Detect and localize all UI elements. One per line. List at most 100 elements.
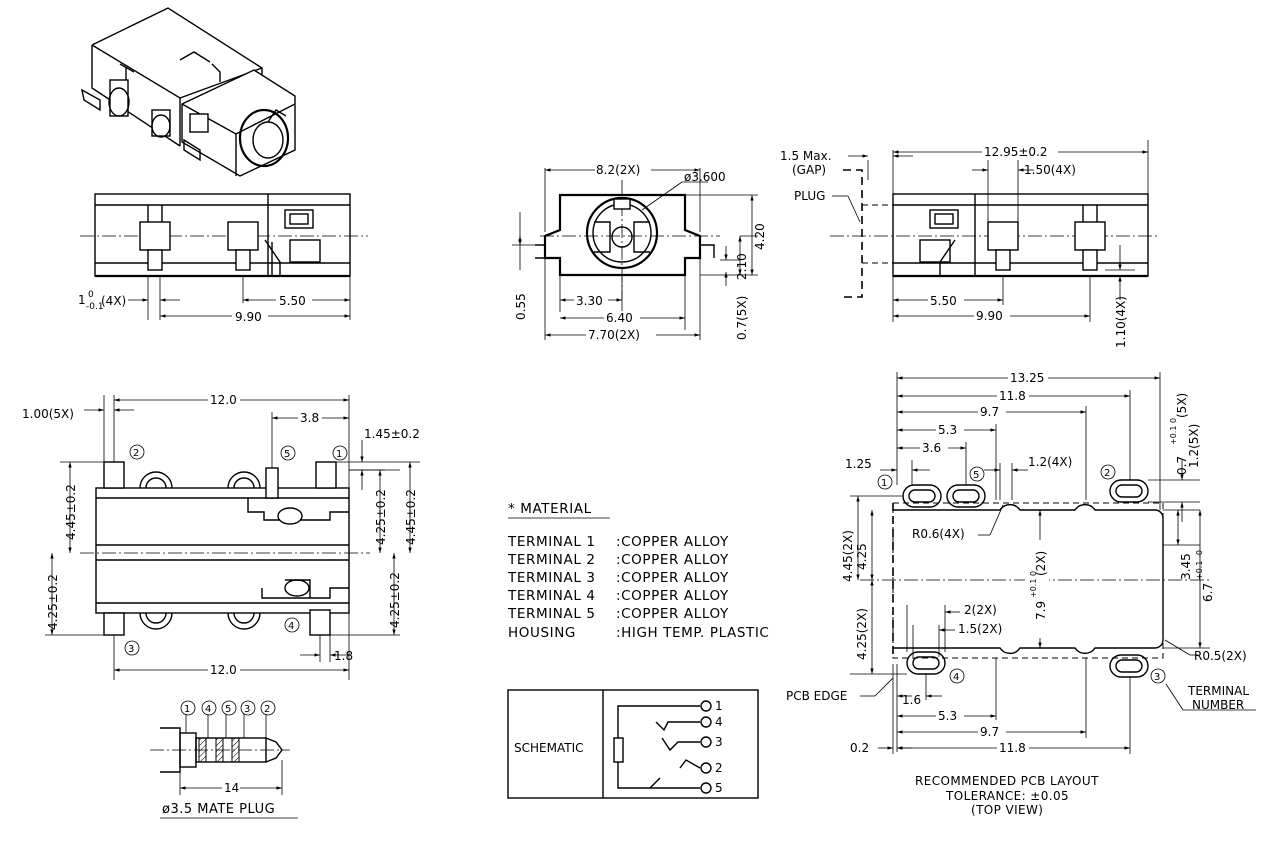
end-view: 8.2(2X) ø3.600 4.20 2.10 0.55 3.30 6.40 … — [512, 162, 767, 342]
dim-front-d1-count: (4X) — [101, 294, 126, 308]
dim-side-pin-h: 1.10(4X) — [1114, 296, 1128, 348]
material-spec-5: :COPPER ALLOY — [616, 606, 729, 622]
material-spec-2: :COPPER ALLOY — [616, 552, 729, 568]
material-spec-4: :COPPER ALLOY — [616, 588, 729, 604]
pcb-caption-1: RECOMMENDED PCB LAYOUT — [915, 774, 1099, 788]
side-gap-sub: (GAP) — [792, 163, 826, 177]
material-spec-3: :COPPER ALLOY — [616, 570, 729, 586]
pcb-dim-h07: 0.7 — [1175, 456, 1189, 475]
pcb-dim-h07-tol: +0.1 0 — [1169, 418, 1178, 445]
top-terminal-4: 4 — [288, 621, 294, 632]
schematic-pin-2: 2 — [715, 761, 723, 775]
pcb-caption-3: (TOP VIEW) — [971, 803, 1043, 817]
material-part-4: TERMINAL 4 — [507, 588, 596, 604]
schematic: SCHEMATIC 1 4 3 2 5 — [507, 689, 759, 799]
plug-caption: ø3.5 MATE PLUG — [162, 802, 275, 817]
dim-end-w1: 3.30 — [576, 294, 603, 308]
plug-number-4: 4 — [205, 704, 211, 715]
pcb-dim-w118: 11.8 — [999, 389, 1026, 403]
top-terminal-5: 5 — [284, 449, 290, 460]
top-terminal-2: 2 — [133, 448, 139, 459]
side-gap-label: 1.5 Max. — [780, 149, 832, 163]
dim-side-length: 12.95±0.2 — [984, 145, 1048, 159]
pcb-dim-h345: 3.45 — [1179, 553, 1193, 580]
top-view: 1.00(5X) 12.0 3.8 1.45±0.2 4.45±0.2 4.25… — [22, 393, 420, 680]
dim-end-w3: 7.70(2X) — [588, 328, 640, 342]
pcb-dim-h07-count: (5X) — [1175, 393, 1189, 418]
dim-top-d145: 1.45±0.2 — [364, 427, 420, 441]
dim-top-h-left: 4.45±0.2 — [64, 484, 78, 540]
dim-side-pin-w: 1.50(4X) — [1024, 163, 1076, 177]
dim-end-t1: 0.7(5X) — [735, 296, 749, 340]
plug-number-3: 3 — [244, 704, 250, 715]
pcb-dim-w125: 1.25 — [845, 457, 872, 471]
pcb-dim-h79-tol: +0.1 0 — [1029, 571, 1038, 598]
dim-top-d18: 1.8 — [334, 649, 353, 663]
pcb-dim-d02: 0.2 — [850, 741, 869, 755]
plug-number-5: 5 — [225, 704, 231, 715]
pcb-pad-number-5: 5 — [973, 470, 979, 481]
dim-end-diameter: ø3.600 — [684, 170, 726, 184]
dim-side-d2: 9.90 — [976, 309, 1003, 323]
pcb-caption-2: TOLERANCE: ±0.05 — [945, 789, 1069, 803]
dim-top-h-mid-up: 4.25±0.2 — [374, 489, 388, 545]
pcb-dim-b53: 5.3 — [938, 709, 957, 723]
pcb-dim-h79: 7.9 — [1034, 601, 1048, 620]
dim-plug-length: 14 — [224, 781, 239, 795]
dim-end-h-mid: 2.10 — [735, 253, 749, 280]
pcb-dim-h67-tol: +0.1 -0 — [1195, 550, 1204, 580]
pcb-dim-h67: 6.7 — [1201, 583, 1215, 602]
pcb-pad-number-1: 1 — [881, 478, 887, 489]
dim-end-w2: 6.40 — [606, 311, 633, 325]
material-spec-housing: :HIGH TEMP. PLASTIC — [616, 625, 769, 641]
material-part-3: TERMINAL 3 — [507, 570, 596, 586]
plug-number-2: 2 — [264, 704, 270, 715]
pcb-dim-r05: R0.5(2X) — [1194, 649, 1247, 663]
pcb-dim-d15: 1.5(2X) — [958, 622, 1002, 636]
dim-top-d38: 3.8 — [300, 411, 319, 425]
dim-top-len-bot: 12.0 — [210, 663, 237, 677]
dim-top-h-left2: 4.25±0.2 — [46, 574, 60, 630]
dim-front-d1: 1 — [78, 293, 86, 307]
isometric-view — [81, 7, 296, 177]
dim-top-w5: 1.00(5X) — [22, 407, 74, 421]
pcb-pad-number-4: 4 — [953, 672, 959, 683]
pcb-dim-h425b: 4.25(2X) — [855, 608, 869, 660]
schematic-pin-3: 3 — [715, 735, 723, 749]
side-view: 1.5 Max. (GAP) PLUG 12.95±0.2 1.50(4X) 5… — [780, 140, 1160, 348]
dim-top-h-right: 4.45±0.2 — [404, 489, 418, 545]
dim-top-h-mid-dn: 4.25±0.2 — [388, 572, 402, 628]
top-terminal-3: 3 — [128, 644, 134, 655]
dim-front-d1-sub: -0.1 — [86, 302, 104, 312]
dim-end-gap-small: 0.55 — [514, 293, 528, 320]
pcb-dim-h79-count: (2X) — [1034, 551, 1048, 576]
pcb-dim-w97: 9.7 — [980, 405, 999, 419]
pcb-dim-w12: 1.2(4X) — [1028, 455, 1072, 469]
dim-front-d3: 9.90 — [235, 310, 262, 324]
pcb-terminal-label: TERMINAL — [1187, 684, 1249, 698]
plug-number-1: 1 — [184, 704, 190, 715]
front-view: 1 0 -0.1 (4X) 5.50 9.90 — [78, 193, 368, 324]
material-part-1: TERMINAL 1 — [507, 534, 596, 550]
material-title: * MATERIAL — [508, 501, 592, 517]
pcb-pad-number-3: 3 — [1154, 672, 1160, 683]
schematic-pin-1: 1 — [715, 699, 723, 713]
dim-front-d1-sup: 0 — [88, 290, 94, 300]
pcb-dim-h12: 1.2(5X) — [1187, 424, 1201, 468]
pcb-dim-h445: 4.45(2X) — [841, 530, 855, 582]
pcb-edge-label: PCB EDGE — [786, 689, 847, 703]
pcb-dim-d2: 2(2X) — [964, 603, 997, 617]
material-spec-1: :COPPER ALLOY — [616, 534, 729, 550]
pcb-dim-b97: 9.7 — [980, 725, 999, 739]
pcb-dim-w1325: 13.25 — [1010, 371, 1044, 385]
material-part-5: TERMINAL 5 — [507, 606, 596, 622]
schematic-label: SCHEMATIC — [514, 741, 583, 755]
schematic-pin-5: 5 — [715, 781, 723, 795]
side-plug-label: PLUG — [794, 189, 825, 203]
material-part-housing: HOUSING — [508, 625, 576, 641]
dim-front-d2: 5.50 — [279, 294, 306, 308]
material-part-2: TERMINAL 2 — [507, 552, 596, 568]
dim-end-h-total: 4.20 — [753, 223, 767, 250]
dim-side-d1: 5.50 — [930, 294, 957, 308]
